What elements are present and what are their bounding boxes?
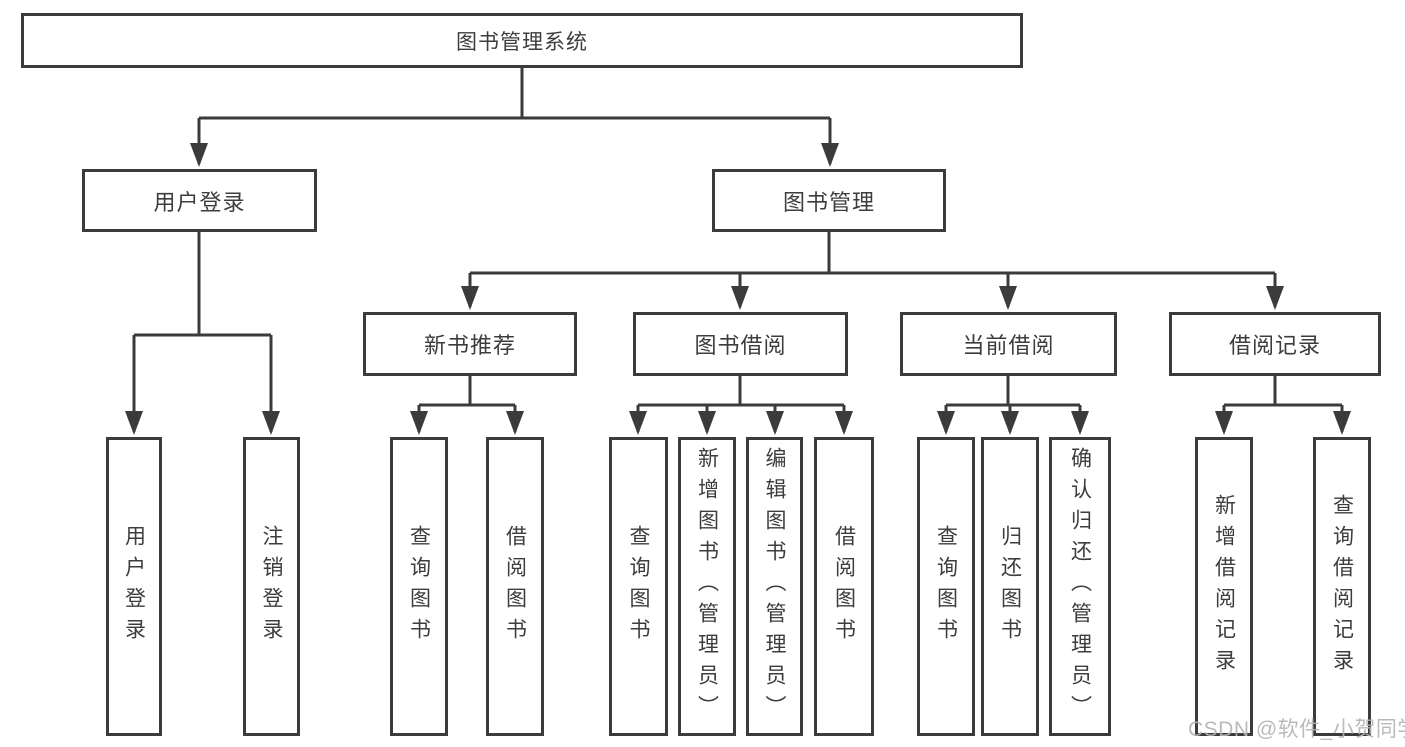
leaf-query-borrow-record-label: 查询借阅记录 [1330,493,1354,680]
node-borrowing-records-label: 借阅记录 [1228,333,1321,358]
watermark: CSDN @软件_小贺同学 [1188,718,1405,741]
node-new-book-recommend-label: 新书推荐 [423,333,516,358]
leaf-add-book-admin: 新增图书（管理员） [678,437,736,736]
node-library-system: 图书管理系统 [21,13,1023,68]
leaf-query-books-current: 查询图书 [917,437,975,736]
leaf-return-books-label: 归还图书 [998,524,1022,649]
leaf-add-borrow-record: 新增借阅记录 [1195,437,1253,736]
leaf-query-borrow-record: 查询借阅记录 [1313,437,1371,736]
leaf-borrow-books-label: 借阅图书 [832,524,856,649]
node-new-book-recommend: 新书推荐 [363,312,577,376]
leaf-user-login: 用户登录 [106,437,162,736]
node-book-management-label: 图书管理 [782,189,875,215]
leaf-logout-label: 注销登录 [260,524,283,649]
leaf-query-books-current-label: 查询图书 [934,524,958,649]
leaf-edit-book-admin-label: 编辑图书（管理员） [763,447,786,726]
leaf-confirm-return-admin-label: 确认归还（管理员） [1068,447,1092,726]
leaf-query-books-borrow: 查询图书 [609,437,668,736]
node-user-login: 用户登录 [82,169,317,232]
leaf-logout: 注销登录 [243,437,300,736]
leaf-edit-book-admin: 编辑图书（管理员） [746,437,803,736]
leaf-user-login-label: 用户登录 [122,524,146,649]
node-user-login-label: 用户登录 [153,189,246,215]
node-book-borrowing: 图书借阅 [633,312,848,376]
leaf-query-books-borrow-label: 查询图书 [627,524,650,649]
node-current-borrowing-label: 当前借阅 [962,333,1055,358]
node-current-borrowing: 当前借阅 [900,312,1117,376]
leaf-query-books-recommend-label: 查询图书 [407,524,431,649]
leaf-borrow-books: 借阅图书 [814,437,874,736]
node-borrowing-records: 借阅记录 [1169,312,1381,376]
leaf-confirm-return-admin: 确认归还（管理员） [1049,437,1111,736]
leaf-borrow-books-recommend: 借阅图书 [486,437,544,736]
leaf-borrow-books-recommend-label: 借阅图书 [503,524,527,649]
node-library-system-label: 图书管理系统 [456,30,588,54]
leaf-query-books-recommend: 查询图书 [390,437,448,736]
leaf-return-books: 归还图书 [981,437,1039,736]
node-book-management: 图书管理 [712,169,946,232]
leaf-add-book-admin-label: 新增图书（管理员） [695,447,719,726]
node-book-borrowing-label: 图书借阅 [694,333,787,358]
leaf-add-borrow-record-label: 新增借阅记录 [1212,493,1236,680]
